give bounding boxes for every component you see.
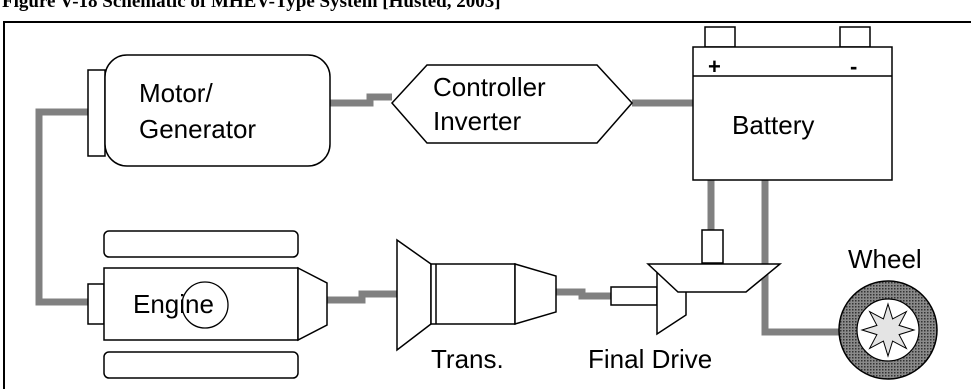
engine-piston-circle — [181, 281, 229, 329]
controller-label-line2: Inverter — [433, 106, 521, 136]
engine-top-bar — [103, 230, 299, 258]
engine: Engine — [87, 230, 328, 379]
outer-frame — [3, 21, 971, 389]
final-drive-ring-gear — [646, 263, 783, 293]
trans-body — [430, 263, 516, 325]
final-drive: Final Drive — [588, 229, 783, 374]
motor-label-line1: Motor/ — [139, 78, 213, 108]
connector-trans-finaldrive — [556, 288, 611, 300]
battery-label: Battery — [732, 110, 814, 140]
engine-bell — [297, 266, 328, 342]
battery-plus-sign: + — [708, 54, 721, 79]
connector-battery-wheel — [761, 180, 842, 336]
wheel-label: Wheel — [848, 244, 922, 274]
wheel-hub-star — [860, 302, 916, 358]
battery: + - Battery — [692, 26, 893, 181]
battery-terminal-negative — [839, 26, 871, 48]
wheel: Wheel — [838, 244, 938, 380]
engine-shaft-end — [87, 283, 105, 325]
battery-minus-sign: - — [850, 54, 857, 79]
controller-label-line1: Controller — [433, 72, 546, 102]
final-drive-input-shaft — [610, 286, 658, 306]
trans-cone — [396, 238, 432, 352]
motor-label-line2: Generator — [139, 114, 256, 144]
battery-body — [692, 46, 893, 181]
final-drive-output-shaft — [701, 229, 724, 264]
connector-motor-controller — [330, 93, 392, 107]
trans-label: Trans. — [431, 344, 504, 374]
trans-output-cone — [514, 262, 557, 326]
connectors — [35, 93, 842, 336]
connector-motor-engine — [35, 108, 88, 306]
controller-body — [390, 64, 634, 144]
battery-terminal-positive — [704, 26, 736, 48]
final-drive-label: Final Drive — [588, 344, 712, 374]
transmission: Trans. — [396, 238, 557, 374]
motor-body — [104, 54, 331, 167]
figure-caption: Figure V-18 Schematic of MHEV-Type Syste… — [2, 0, 501, 12]
motor-generator: Motor/ Generator — [87, 54, 331, 167]
connector-engine-trans — [327, 290, 397, 304]
engine-label: Engine — [133, 289, 214, 319]
engine-bottom-bar — [103, 351, 299, 379]
controller-inverter: Controller Inverter — [390, 64, 634, 144]
motor-end-plate — [87, 69, 106, 157]
